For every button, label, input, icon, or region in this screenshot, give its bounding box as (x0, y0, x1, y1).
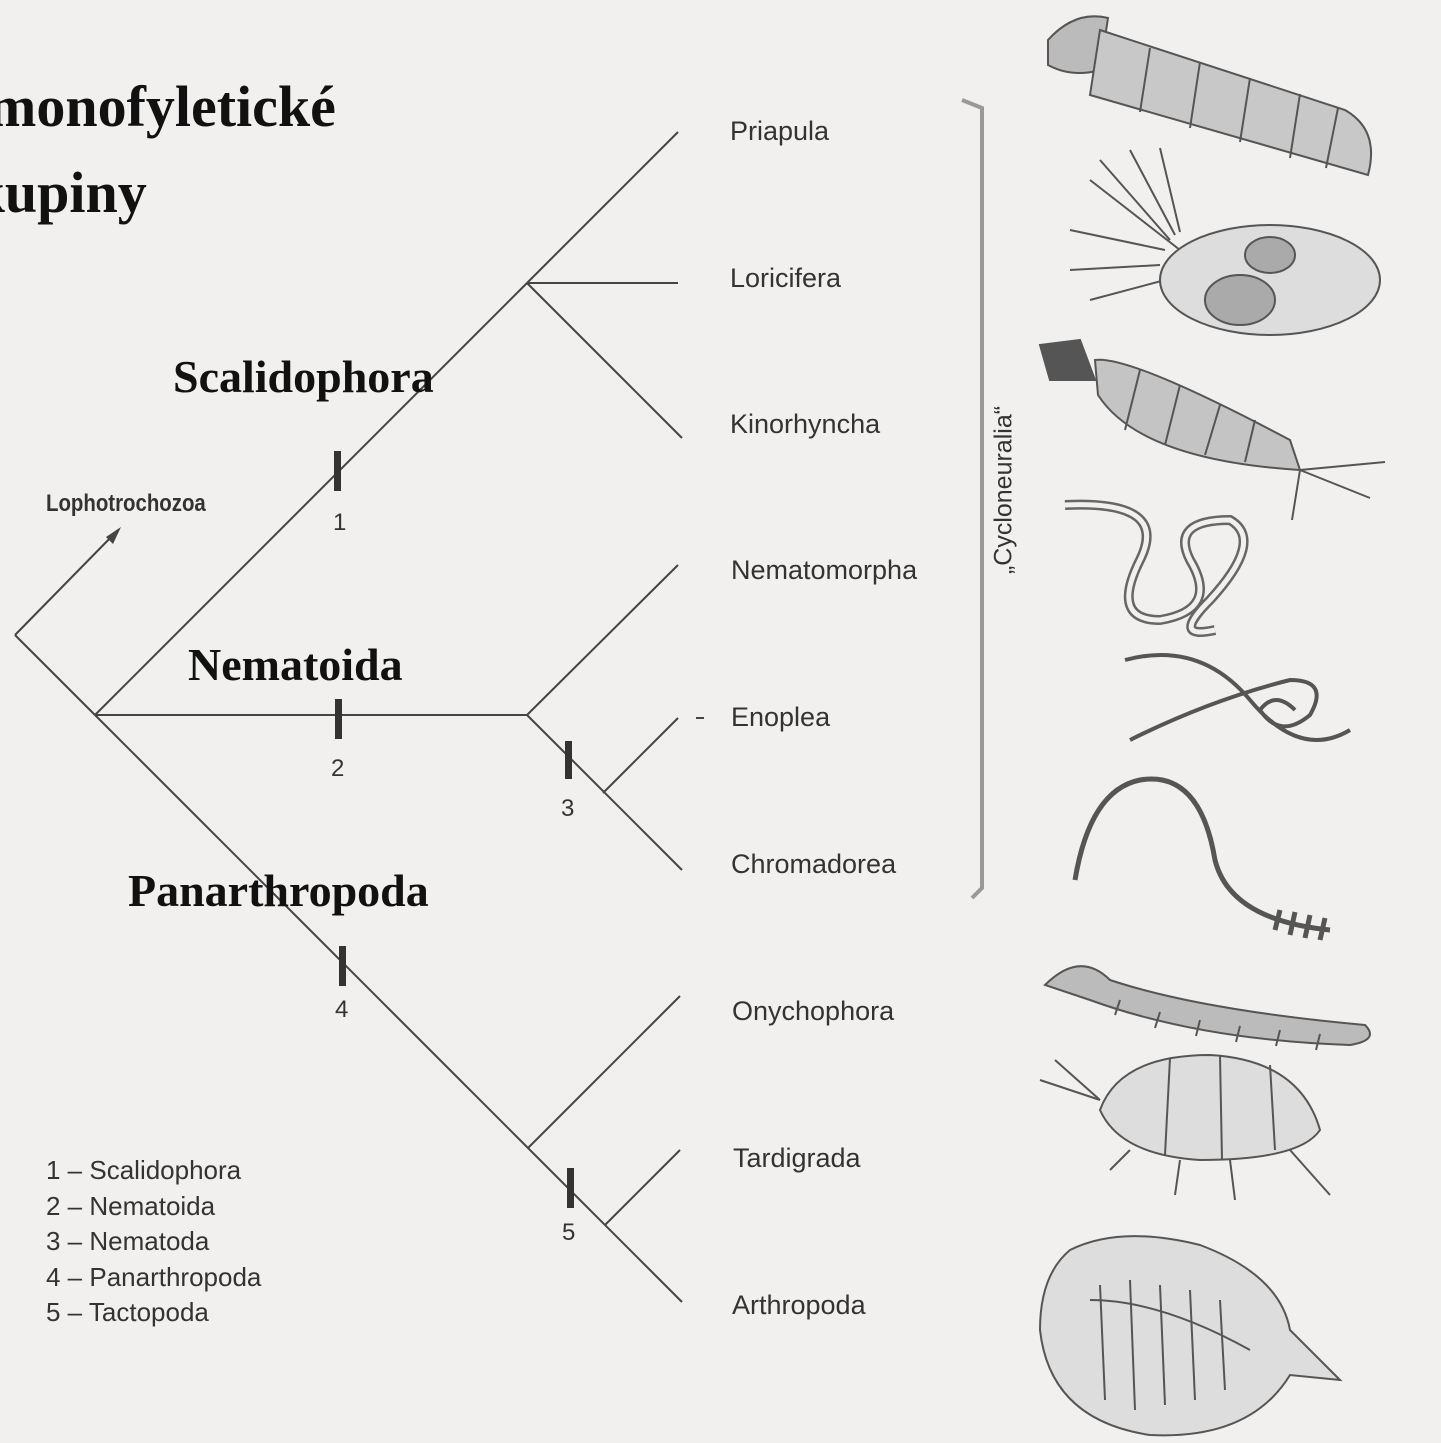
taxon-label-enoplea: Enoplea (731, 704, 830, 731)
taxon-label-arthropoda: Arthropoda (732, 1292, 866, 1319)
legend-item: 3 – Nematoda (46, 1224, 261, 1260)
lophotrochozoa-arrow-icon (106, 527, 121, 544)
node-number-3: 3 (561, 797, 574, 821)
page-title-line-1: monofyletické (0, 78, 336, 136)
onychophoran-illustration (1045, 966, 1370, 1050)
cycloneuralia-bracket (962, 100, 982, 898)
group-label-scalidophora: Scalidophora (173, 354, 434, 400)
root-branch (15, 635, 95, 715)
onychophora-branch (528, 996, 680, 1148)
taxon-label-loricifera: Loricifera (730, 265, 841, 292)
synapomorphy-bar-2 (335, 699, 342, 739)
synapomorphy-bar-5 (567, 1168, 574, 1208)
node-number-4: 4 (335, 998, 348, 1022)
group-label-panarthropoda: Panarthropoda (128, 868, 429, 914)
kinorhynch-illustration (1040, 340, 1385, 520)
kinorhyncha-branch (527, 283, 682, 438)
enoplea-branch (603, 718, 678, 793)
legend-item: 1 – Scalidophora (46, 1153, 261, 1189)
taxon-label-nematomorpha: Nematomorpha (731, 557, 917, 584)
node-number-5: 5 (562, 1221, 575, 1245)
taxon-label-tardigrada: Tardigrada (733, 1145, 861, 1172)
chromadorean-illustration (1075, 779, 1330, 940)
taxon-label-priapula: Priapula (730, 118, 829, 145)
node-number-1: 1 (333, 511, 346, 535)
arthropod-illustration (1040, 1236, 1340, 1435)
nematomorph-illustration (1065, 505, 1244, 632)
tardigrada-branch (605, 1150, 680, 1225)
legend-item: 2 – Nematoida (46, 1189, 261, 1225)
page-title-line-2: skupiny (0, 164, 147, 222)
priapulid-illustration (1048, 16, 1371, 175)
taxon-label-onychophora: Onychophora (732, 998, 894, 1025)
legend: 1 – Scalidophora 2 – Nematoida 3 – Nemat… (46, 1153, 261, 1331)
tardigrade-illustration (1040, 1055, 1330, 1200)
loriciferan-illustration (1070, 148, 1380, 335)
synapomorphy-bar-4 (339, 946, 346, 986)
enoplean-illustration (1125, 655, 1350, 740)
taxon-label-kinorhyncha: Kinorhyncha (730, 411, 880, 438)
legend-item: 4 – Panarthropoda (46, 1260, 261, 1296)
node-number-2: 2 (331, 757, 344, 781)
legend-item: 5 – Tactopoda (46, 1295, 261, 1331)
synapomorphy-bar-1 (334, 451, 341, 491)
taxon-label-chromadorea: Chromadorea (731, 851, 896, 878)
priapula-branch (527, 132, 678, 283)
outgroup-label: Lophotrochozoa (46, 490, 206, 518)
cycloneuralia-label: „Cycloneuralia“ (990, 406, 1019, 574)
group-label-nematoida: Nematoida (188, 642, 403, 688)
synapomorphy-bar-3 (565, 741, 572, 779)
outgroup-branch (15, 530, 118, 635)
nematomorpha-branch (527, 565, 678, 715)
